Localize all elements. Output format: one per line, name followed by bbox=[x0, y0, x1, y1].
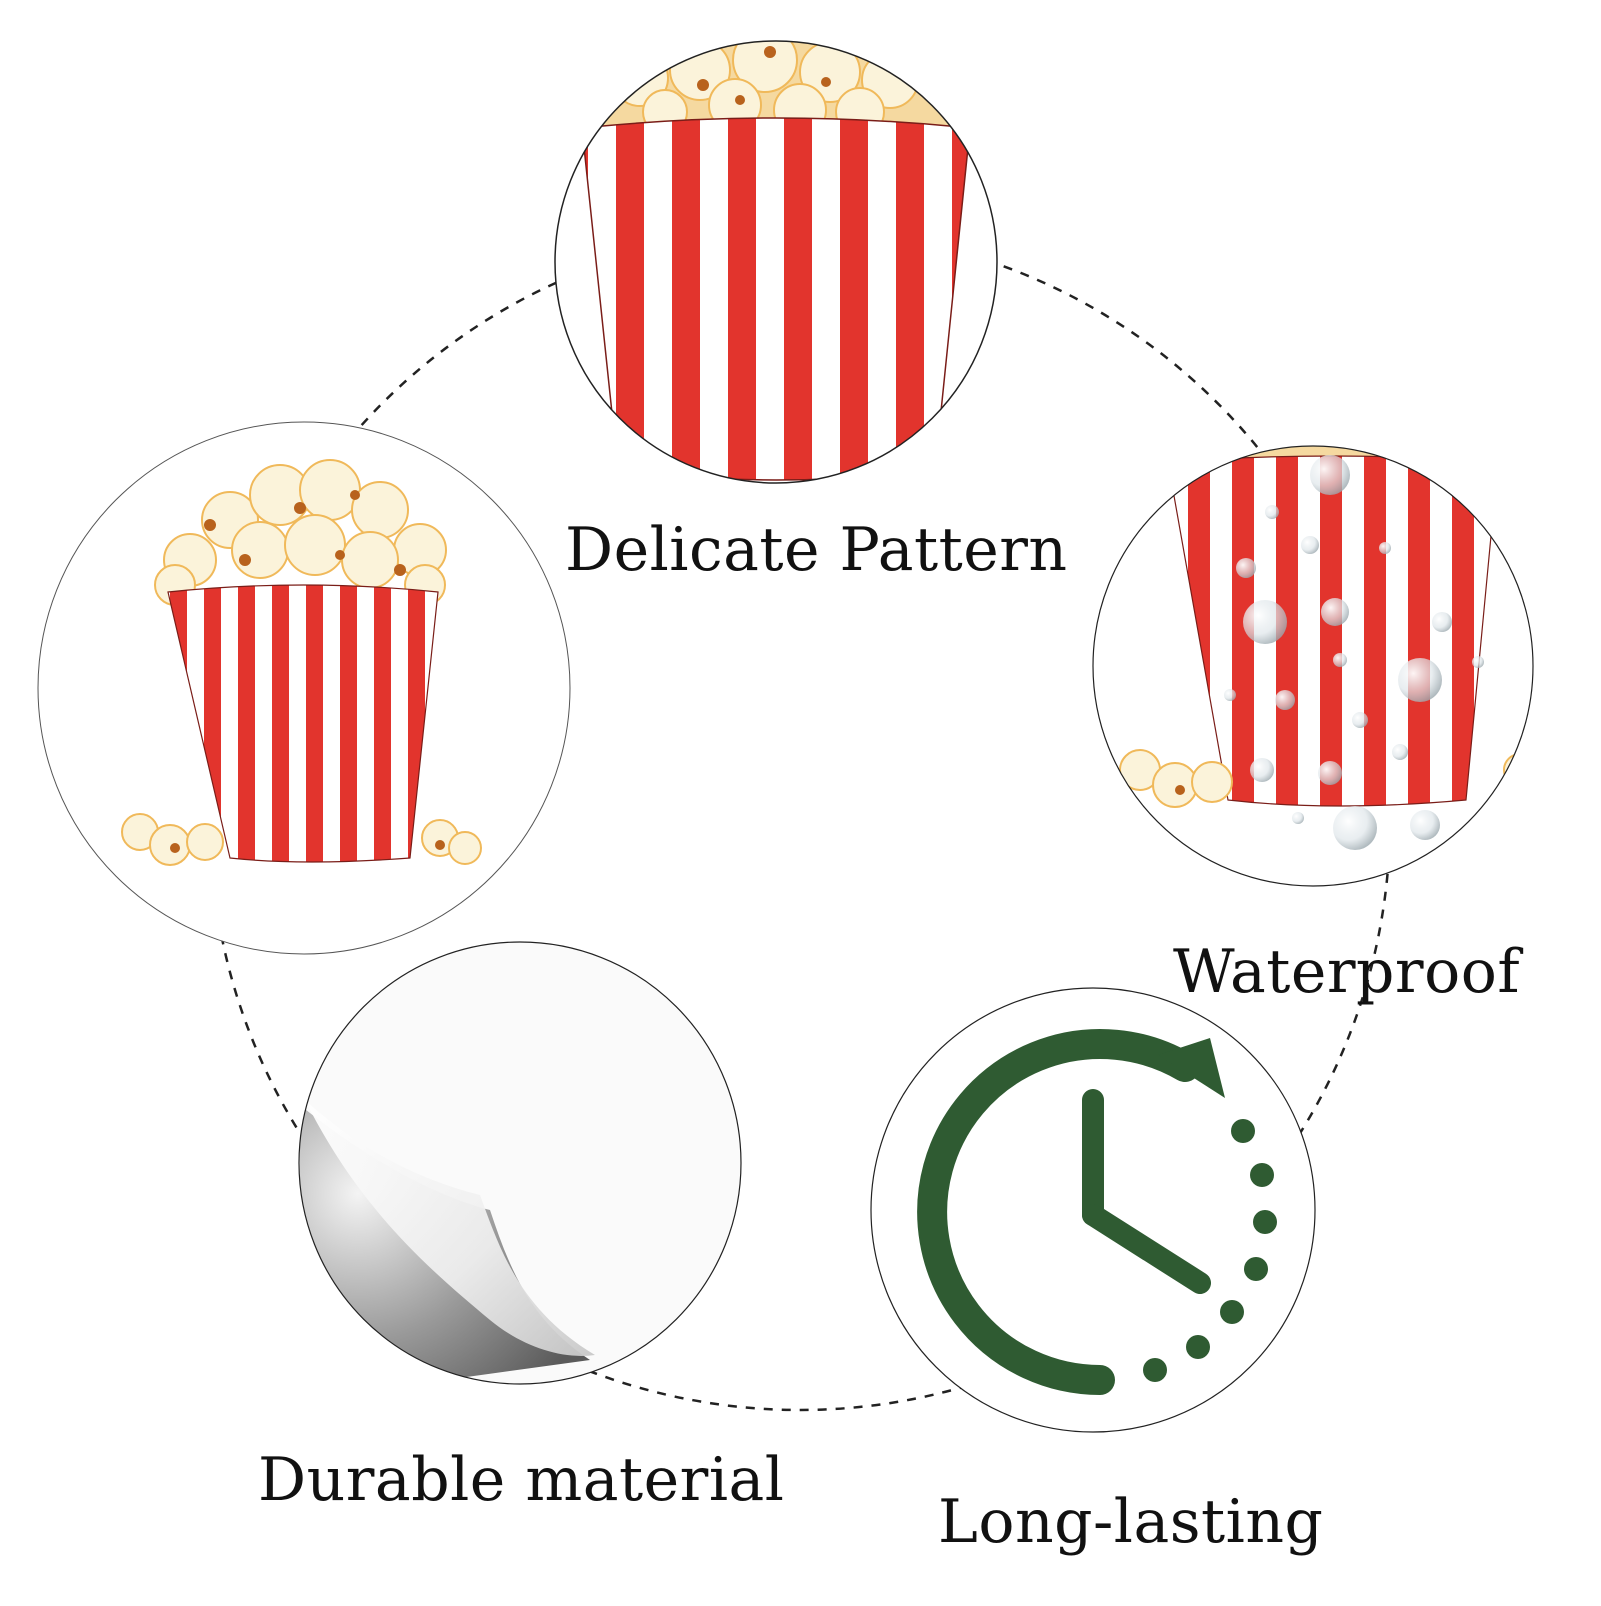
delicate-pattern-label: Delicate Pattern bbox=[565, 515, 1068, 585]
popcorn-sticker-badge bbox=[37, 421, 571, 955]
durable-material-badge bbox=[298, 941, 742, 1385]
durable-material-label: Durable material bbox=[258, 1445, 785, 1515]
waterproof-label: Waterproof bbox=[1173, 937, 1521, 1007]
clock-arrow-icon bbox=[917, 1029, 1277, 1395]
striped-bucket bbox=[581, 117, 971, 481]
peeling-sticker-corner bbox=[305, 1100, 595, 1356]
water-droplets bbox=[1224, 455, 1484, 850]
long-lasting-badge bbox=[870, 987, 1316, 1433]
long-lasting-label: Long-lasting bbox=[938, 1487, 1324, 1557]
delicate-pattern-badge bbox=[554, 40, 998, 484]
loose-popcorn bbox=[121, 813, 482, 866]
waterproof-badge bbox=[1092, 445, 1534, 887]
striped-bucket bbox=[167, 584, 439, 863]
